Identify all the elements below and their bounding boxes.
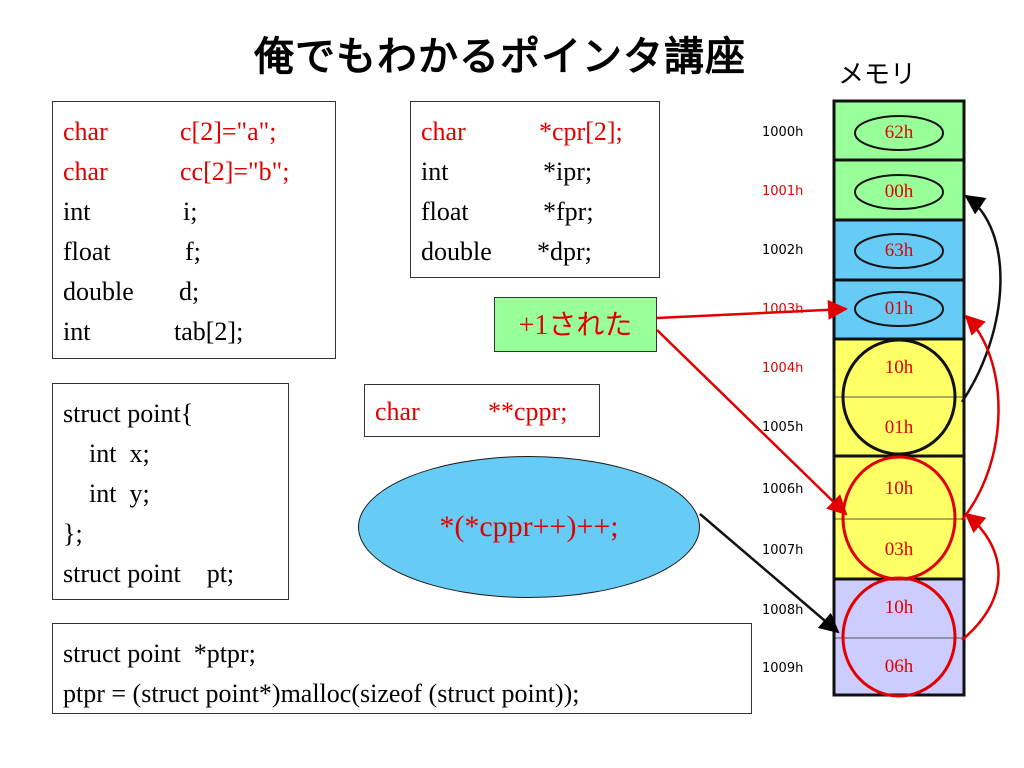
black-arrow xyxy=(699,513,840,634)
page-title: 俺でもわかるポインタ講座 xyxy=(254,34,746,80)
decl-type: double xyxy=(63,277,134,306)
memory-cell xyxy=(834,339,964,397)
pointer-declarations-box: char *cpr[2]; int *ipr; float *fpr; doub… xyxy=(410,101,660,278)
memory-value: 10h xyxy=(884,478,914,499)
decl-name: *cpr[2]; xyxy=(539,117,623,146)
memory-cell xyxy=(834,519,964,579)
memory-address: 1004h xyxy=(762,361,804,376)
decl-type: float xyxy=(421,197,469,226)
memory-value: 62h xyxy=(884,122,914,143)
decl-name: tab[2]; xyxy=(174,317,244,346)
decl-name: *ipr; xyxy=(543,157,593,186)
red-arrow xyxy=(656,299,848,320)
curved-arrow-red xyxy=(961,314,1000,521)
decl-name: *fpr; xyxy=(543,197,594,226)
memory-cell xyxy=(834,638,964,695)
value-oval xyxy=(854,233,944,269)
memory-value: 10h xyxy=(884,357,914,378)
struct-line: int x; xyxy=(63,439,150,468)
memory-value: 00h xyxy=(884,181,914,202)
decl-type: int xyxy=(421,157,449,186)
decl-type: char xyxy=(63,157,108,186)
pointer-circle xyxy=(841,338,957,456)
memory-address: 1006h xyxy=(762,482,804,497)
variable-declarations-box: char c[2]="a"; char cc[2]="b"; int i; fl… xyxy=(52,101,336,359)
memory-cell xyxy=(834,397,964,456)
memory-value: 06h xyxy=(884,656,914,677)
memory-address: 1007h xyxy=(762,543,804,558)
struct-line: struct point pt; xyxy=(63,559,235,588)
decl-name: c[2]="a"; xyxy=(180,117,277,146)
value-oval xyxy=(854,174,944,210)
curved-arrow-red xyxy=(961,512,1000,641)
memory-value: 01h xyxy=(884,417,914,438)
memory-value: 03h xyxy=(884,539,914,560)
expression-ellipse: *(*cppr++)++; xyxy=(358,456,700,598)
memory-value: 01h xyxy=(884,298,914,319)
memory-cell xyxy=(834,579,964,638)
memory-address: 1001h xyxy=(762,184,804,199)
decl-name: i; xyxy=(183,197,198,226)
pointer-circle xyxy=(841,455,957,581)
malloc-box: struct point *ptpr; ptpr = (struct point… xyxy=(52,623,752,714)
decl-type: char xyxy=(375,397,420,426)
memory-border xyxy=(832,99,966,697)
code-line: ptpr = (struct point*)malloc(sizeof (str… xyxy=(63,679,580,708)
incremented-label-text: された xyxy=(548,308,633,341)
decl-type: int xyxy=(63,317,91,346)
memory-cell xyxy=(834,456,964,519)
memory-address: 1000h xyxy=(762,125,804,140)
memory-address: 1008h xyxy=(762,603,804,618)
struct-line: }; xyxy=(63,519,83,548)
struct-line: struct point{ xyxy=(63,399,194,428)
memory-address: 1002h xyxy=(762,243,804,258)
incremented-label-number: +1 xyxy=(518,310,549,341)
decl-name: cc[2]="b"; xyxy=(180,157,290,186)
decl-name: f; xyxy=(185,237,201,266)
memory-address: 1005h xyxy=(762,420,804,435)
struct-definition-box: struct point{ int x; int y; }; struct po… xyxy=(52,383,289,600)
decl-name: d; xyxy=(179,277,200,306)
value-oval xyxy=(854,115,944,151)
decl-name: **cppr; xyxy=(488,397,568,426)
memory-value: 63h xyxy=(884,240,914,261)
code-line: struct point *ptpr; xyxy=(63,639,256,668)
decl-type: int xyxy=(63,197,91,226)
decl-name: *dpr; xyxy=(537,237,592,266)
value-oval xyxy=(854,291,944,327)
memory-value: 10h xyxy=(884,597,914,618)
decl-type: char xyxy=(63,117,108,146)
decl-type: char xyxy=(421,117,466,146)
memory-address: 1009h xyxy=(762,661,804,676)
memory-title: メモリ xyxy=(838,60,917,90)
decl-type: float xyxy=(63,237,111,266)
double-pointer-box: char **cppr; xyxy=(364,384,600,437)
struct-line: int y; xyxy=(63,479,150,508)
red-arrow xyxy=(656,329,848,516)
incremented-label: +1された xyxy=(494,297,657,352)
curved-arrow-black xyxy=(960,194,1002,403)
decl-type: double xyxy=(421,237,492,266)
pointer-circle xyxy=(841,576,957,698)
